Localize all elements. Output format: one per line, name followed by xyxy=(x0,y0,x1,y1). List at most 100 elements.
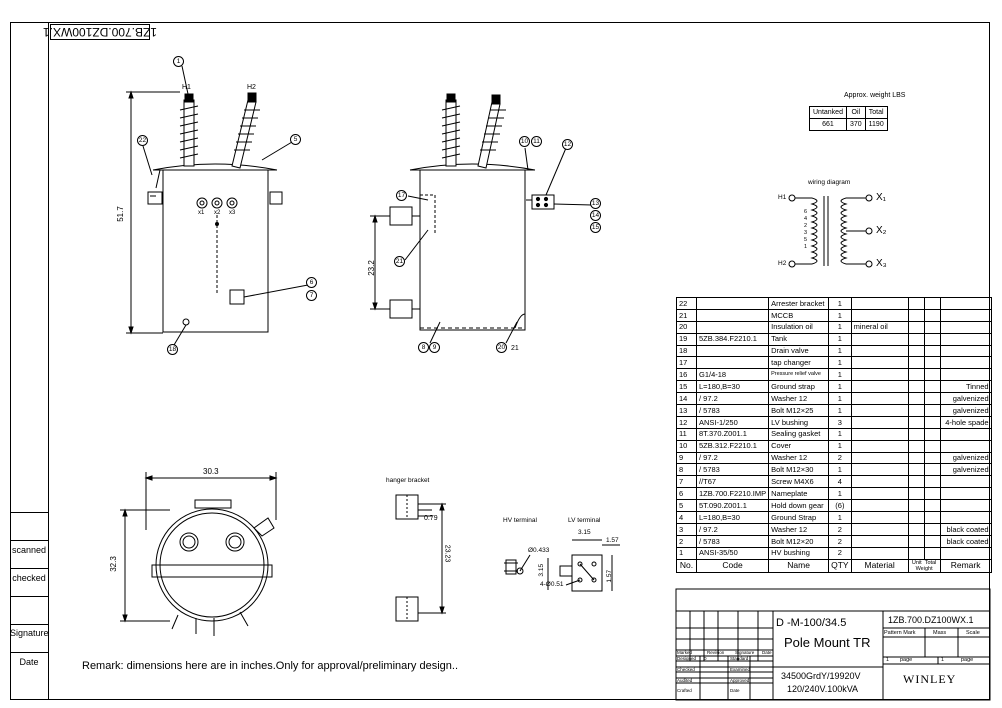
tank-front xyxy=(162,169,269,333)
part-no: 16 xyxy=(676,368,697,382)
balloon-6: 6 xyxy=(306,277,317,288)
part-code: G1/4-18 xyxy=(695,368,770,382)
part-remark xyxy=(939,427,992,441)
balloon-10: 10 xyxy=(519,136,530,147)
part-no: 8 xyxy=(676,463,697,477)
part-remark: galvenized xyxy=(939,451,992,465)
part-total-weight xyxy=(923,451,941,465)
weight-title: Approx. weight LBS xyxy=(844,92,906,99)
part-code: / 5783 xyxy=(695,534,770,548)
parts-header-remark: Remark xyxy=(939,558,992,573)
part-material xyxy=(850,297,909,310)
part-unit-weight xyxy=(907,368,925,382)
balloon-21: 21 xyxy=(394,256,405,267)
part-material xyxy=(850,439,909,453)
part-material xyxy=(850,392,909,406)
part-material xyxy=(850,475,909,489)
part-remark xyxy=(939,475,992,489)
part-name: Ground Strap xyxy=(768,511,830,524)
part-unit-weight xyxy=(907,499,925,513)
lv-holes: 4-Ø0.51 xyxy=(540,581,564,588)
weight-header-total: Total xyxy=(864,106,888,119)
part-code xyxy=(695,297,770,310)
part-qty: 1 xyxy=(828,320,852,334)
part-remark xyxy=(939,356,992,370)
part-remark: galvenized xyxy=(939,463,992,477)
part-material xyxy=(850,332,909,346)
part-code: ANSI-1/250 xyxy=(695,415,770,429)
part-material xyxy=(850,427,909,441)
part-remark: Tinned xyxy=(939,380,992,394)
part-total-weight xyxy=(923,534,941,548)
part-remark xyxy=(939,546,992,560)
part-code: 5T.090.Z001.1 xyxy=(695,499,770,513)
part-material xyxy=(850,415,909,429)
part-remark: galvenized xyxy=(939,404,992,417)
part-code: / 5783 xyxy=(695,463,770,477)
part-name: Bolt M12×30 xyxy=(768,463,830,477)
part-total-weight xyxy=(923,463,941,477)
part-material xyxy=(850,499,909,513)
hv-bushing-side-2-icon xyxy=(477,94,506,169)
wiring-h1: H1 xyxy=(778,194,787,201)
balloon-5: 5 xyxy=(290,134,301,145)
part-total-weight xyxy=(923,415,941,429)
label-signature: Signature xyxy=(10,624,49,644)
balloon-11: 11 xyxy=(531,136,542,147)
title-drawing-no: 1ZB.700.DZ100WX.1 xyxy=(888,615,974,625)
part-unit-weight xyxy=(907,344,925,358)
part-name: Tank xyxy=(768,332,830,346)
part-material xyxy=(850,451,909,465)
part-total-weight xyxy=(923,380,941,394)
part-code: L=180,B=30 xyxy=(695,511,770,524)
part-remark xyxy=(939,308,992,322)
part-unit-weight xyxy=(907,487,925,501)
part-qty: 1 xyxy=(828,404,852,417)
part-name: Screw M4X6 xyxy=(768,475,830,489)
part-unit-weight xyxy=(907,320,925,334)
part-unit-weight xyxy=(907,546,925,560)
part-remark xyxy=(939,439,992,453)
lv-terminal-block xyxy=(531,194,555,210)
title-page-lbl: page xyxy=(900,657,913,663)
parts-header-material: Material xyxy=(850,558,909,573)
tap-3: 3 xyxy=(804,230,808,236)
balloon-17: 17 xyxy=(396,190,407,201)
parts-header-code: Code xyxy=(695,558,770,573)
balloon-20: 20 xyxy=(496,342,507,353)
part-qty: 1 xyxy=(828,344,852,358)
cover-front xyxy=(152,163,278,171)
title-company: WINLEY xyxy=(903,672,957,686)
role-approved: Approved xyxy=(730,678,750,683)
role-checked: Checked xyxy=(677,667,695,672)
part-qty: 3 xyxy=(828,415,852,429)
part-total-weight xyxy=(923,368,941,382)
part-qty: 2 xyxy=(828,546,852,560)
balloon-12: 12 xyxy=(562,139,573,150)
part-name: Insulation oil xyxy=(768,320,830,334)
part-remark: black coated xyxy=(939,534,992,548)
part-material xyxy=(850,522,909,536)
part-qty: 1 xyxy=(828,511,852,524)
part-unit-weight xyxy=(907,522,925,536)
part-no: 13 xyxy=(676,404,697,417)
side-cell-blank1 xyxy=(10,512,48,539)
lv-dim-1: 3.15 xyxy=(578,529,591,536)
hv-bushing-h2-icon xyxy=(231,92,260,169)
title-page1: 1 xyxy=(886,657,890,663)
part-total-weight xyxy=(923,439,941,453)
part-name: Ground strap xyxy=(768,380,830,394)
part-no: 5 xyxy=(676,499,697,513)
part-code xyxy=(695,308,770,322)
role-designed-val: 0 xyxy=(704,656,707,661)
part-qty: 1 xyxy=(828,392,852,406)
